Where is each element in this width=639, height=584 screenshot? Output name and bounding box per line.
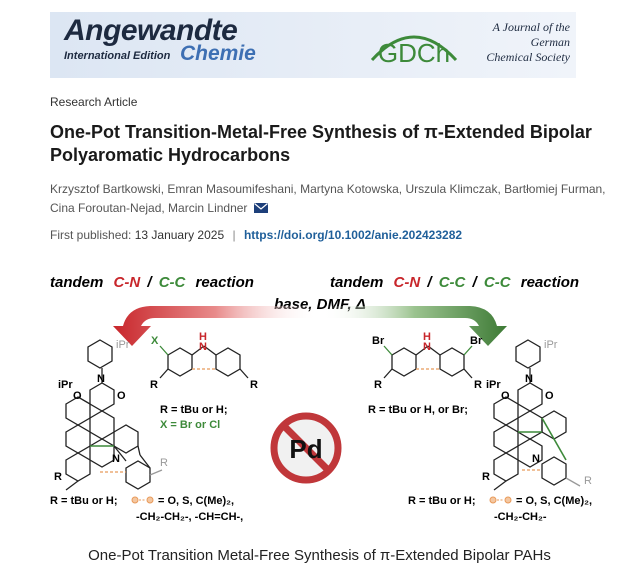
authors-line-1: Krzysztof Bartkowski, Emran Masoumifesha…	[50, 182, 606, 196]
figure-caption: One-Pot Transition Metal-Free Synthesis …	[88, 547, 551, 564]
left-rx-slash: /	[146, 274, 153, 291]
right-bottom-bridge-def: = O, S, C(Me)₂,	[516, 495, 592, 507]
left-rx-step2: C-C	[159, 274, 187, 291]
right-rx-step2: C-C	[439, 274, 467, 291]
left-bottom-def-1: R = tBu or H;	[50, 495, 118, 507]
left-rx-suffix: reaction	[196, 274, 254, 291]
right-n-imide: N	[525, 373, 533, 385]
society-description: A Journal of the German Chemical Society	[470, 20, 570, 65]
right-substrate-n: N	[423, 341, 431, 353]
journal-edition: International Edition	[64, 50, 171, 62]
right-r-label-2: R	[584, 475, 592, 487]
left-bottom-bridge-def: = O, S, C(Me)₂,	[158, 495, 234, 507]
left-substrate-h: H	[199, 331, 207, 343]
right-product-structure	[493, 339, 581, 491]
left-rx-step1: C-N	[114, 274, 142, 291]
right-substrate-h: H	[423, 331, 431, 343]
left-r-label-2: R	[160, 457, 168, 469]
right-substrate-br-2: Br	[470, 335, 483, 347]
right-rx-slash1: /	[426, 274, 433, 291]
left-substrate-r-def: R = tBu or H;	[160, 404, 228, 416]
right-o-2: O	[545, 390, 554, 402]
society-line-1: A Journal of the	[492, 20, 570, 34]
left-substrate-x: X	[151, 335, 159, 347]
article-type: Research Article	[50, 95, 138, 109]
gdch-logo-text: GDCh	[378, 38, 450, 68]
published-label: First published:	[50, 228, 132, 242]
publication-info: First published: 13 January 2025 | https…	[50, 228, 462, 242]
gdch-logo: GDCh	[370, 35, 458, 68]
journal-banner: Angewandte International Edition Chemie …	[50, 12, 576, 78]
right-ipr-label-2: iPr	[544, 339, 558, 351]
right-n-carbazole: N	[532, 453, 540, 465]
right-substrate-r: R	[374, 379, 382, 391]
journal-name: Angewandte	[64, 14, 238, 47]
left-ipr-label: iPr	[58, 379, 73, 391]
left-bottom-bridge-symbol	[131, 496, 154, 504]
society-line-2: German	[530, 35, 570, 49]
right-substrate-br-1: Br	[372, 335, 385, 347]
left-reaction-label: tandem C-N / C-C reaction	[50, 274, 254, 291]
left-product-structure	[65, 339, 163, 491]
right-reaction-label: tandem C-N / C-C / C-C reaction	[330, 274, 579, 291]
right-rx-step3: C-C	[484, 274, 512, 291]
right-bottom-bridge-symbol	[489, 496, 512, 504]
right-bottom-def-2: -CH₂-CH₂-	[494, 511, 547, 523]
separator: |	[232, 228, 236, 242]
right-rx-suffix: reaction	[521, 274, 579, 291]
left-curved-arrow	[113, 306, 318, 346]
journal-chemie: Chemie	[180, 42, 256, 65]
article-title: One-Pot Transition-Metal-Free Synthesis …	[50, 121, 630, 167]
left-rx-prefix: tandem	[50, 274, 103, 291]
right-substrate-r-def: R = tBu or H, or Br;	[368, 404, 468, 416]
left-bottom-r: R = tBu or H;	[50, 495, 118, 507]
graphical-abstract: tandem C-N / C-C reaction tandem C-N / C…	[50, 274, 592, 523]
right-r-label: R	[482, 471, 490, 483]
title-line-2: Polyaromatic Hydrocarbons	[50, 145, 291, 165]
right-bottom-r: R = tBu or H;	[408, 495, 476, 507]
doi-link[interactable]: https://doi.org/10.1002/anie.202423282	[243, 228, 463, 242]
society-line-3: Chemical Society	[486, 50, 570, 64]
no-palladium-icon: Pd	[270, 412, 342, 484]
right-rx-slash2: /	[472, 274, 479, 291]
left-substrate-n: N	[199, 341, 207, 353]
email-icon[interactable]	[253, 203, 268, 213]
left-ipr-label-2: iPr	[116, 339, 130, 351]
left-bottom-def-2: -CH₂-CH₂-, -CH=CH-,	[136, 511, 243, 523]
left-substrate-x-def: X = Br or Cl	[160, 419, 220, 431]
left-r-label: R	[54, 471, 62, 483]
right-rx-step1: C-N	[394, 274, 422, 291]
right-rx-prefix: tandem	[330, 274, 383, 291]
left-substrate-r-2: R	[250, 379, 258, 391]
left-substrate-r: R	[150, 379, 158, 391]
pd-label: Pd	[289, 434, 322, 464]
right-ipr-label: iPr	[486, 379, 501, 391]
left-o-1: O	[73, 390, 82, 402]
right-curved-arrow	[322, 306, 507, 346]
authors-line-2-text: Cina Foroutan-Nejad, Marcin Lindner	[50, 201, 248, 215]
right-new-cc-bond-2	[541, 417, 567, 461]
right-substrate-r-2: R	[474, 379, 482, 391]
left-o-2: O	[117, 390, 126, 402]
author-list: Krzysztof Bartkowski, Emran Masoumifesha…	[50, 180, 630, 218]
authors-line-2: Cina Foroutan-Nejad, Marcin Lindner	[50, 199, 630, 218]
right-o-1: O	[501, 390, 510, 402]
title-line-1: One-Pot Transition-Metal-Free Synthesis …	[50, 122, 592, 142]
left-n-carbazole: N	[112, 453, 120, 465]
left-n-imide: N	[97, 373, 105, 385]
published-date: 13 January 2025	[134, 228, 225, 242]
